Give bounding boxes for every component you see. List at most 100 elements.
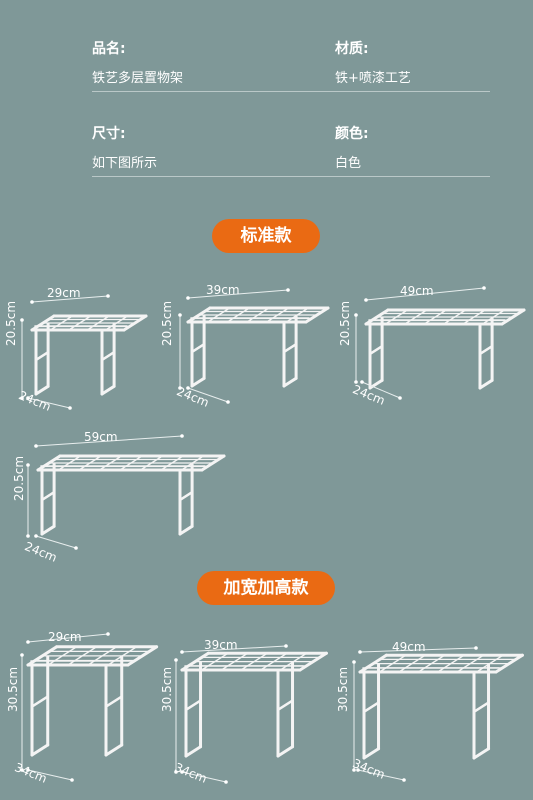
material-label: 材质: <box>335 41 369 57</box>
rack-rod <box>34 350 50 362</box>
rack-width-label: 29cm <box>48 630 82 644</box>
rack-width-label: 49cm <box>392 640 426 654</box>
size-label: 尺寸: <box>92 126 126 142</box>
rack-rod <box>34 384 50 396</box>
dimension-dot <box>34 444 38 448</box>
rack-rod <box>478 344 494 356</box>
dimension-dot <box>30 300 34 304</box>
dimension-dot <box>70 778 74 782</box>
spec-product-name: 品名: 铁艺多层置物架 <box>92 38 183 86</box>
dimension-dot <box>20 768 24 772</box>
dimension-dot <box>26 768 30 772</box>
divider <box>92 91 490 92</box>
rack-rod <box>30 743 50 757</box>
dimension-dot <box>20 653 24 657</box>
dimension-dot <box>174 658 178 662</box>
rack-rod <box>40 524 56 536</box>
dimension-dot <box>180 650 184 654</box>
rack-rod <box>282 342 298 354</box>
rack-rod <box>100 384 116 396</box>
dimension-dot <box>174 770 178 774</box>
dimension-dot <box>178 313 182 317</box>
rack-width-label: 39cm <box>204 638 238 652</box>
rack-rod <box>368 378 384 390</box>
dimension-dot <box>358 650 362 654</box>
rack-height-label: 20.5cm <box>4 300 18 346</box>
dimension-dot <box>286 288 290 292</box>
rack-width-label: 39cm <box>206 283 240 297</box>
dimension-line <box>27 633 109 643</box>
rack-height-label: 20.5cm <box>160 300 174 346</box>
dimension-line <box>181 771 227 783</box>
rack-rod <box>276 745 295 758</box>
dimension-dot <box>106 632 110 636</box>
rack-height-label: 30.5cm <box>336 666 350 712</box>
dimension-dot <box>402 778 406 782</box>
dimension-dot <box>284 644 288 648</box>
dimension-line <box>187 289 289 299</box>
dimension-dot <box>26 463 30 467</box>
dimension-dot <box>180 770 184 774</box>
rack-rod <box>190 376 206 388</box>
rack-rod <box>282 376 298 388</box>
dimension-dot <box>360 380 364 384</box>
dimension-dot <box>186 386 190 390</box>
dimension-line <box>35 435 183 447</box>
rack-rod <box>104 695 123 708</box>
dimension-dot <box>356 768 360 772</box>
rack-width-label: 49cm <box>400 284 434 298</box>
dimension-dot <box>20 396 24 400</box>
spec-size: 尺寸: 如下图所示 <box>92 123 157 171</box>
dimension-dot <box>68 406 72 410</box>
dimension-line <box>187 387 229 403</box>
rack-height-label: 20.5cm <box>12 455 26 501</box>
dimension-line <box>359 647 477 653</box>
dimension-dot <box>26 534 30 538</box>
dimension-dot <box>364 298 368 302</box>
product-name-value: 铁艺多层置物架 <box>92 71 184 86</box>
product-name-label: 品名: <box>92 41 126 57</box>
rack-rod <box>190 342 206 354</box>
dimension-dot <box>26 396 30 400</box>
rack-rod <box>104 743 124 757</box>
rack-height-label: 30.5cm <box>160 666 174 712</box>
dimension-line <box>27 769 73 781</box>
rack-rod <box>178 490 194 502</box>
spec-material: 材质: 铁+喷漆工艺 <box>335 38 411 86</box>
section-standard-title: 标准款 <box>212 219 320 253</box>
rack-rod <box>178 524 194 536</box>
rack-height-label: 30.5cm <box>6 666 20 712</box>
dimension-dot <box>186 296 190 300</box>
dimension-dot <box>398 396 402 400</box>
color-value: 白色 <box>335 156 362 171</box>
dimension-dot <box>106 294 110 298</box>
size-value: 如下图所示 <box>92 156 158 171</box>
dimension-dot <box>26 640 30 644</box>
material-value: 铁+喷漆工艺 <box>335 71 411 86</box>
dimension-dot <box>482 286 486 290</box>
rack-rod <box>478 378 494 390</box>
rack-rod <box>184 699 202 712</box>
dimension-dot <box>34 534 38 538</box>
rack-rod <box>362 701 380 714</box>
rack-rod <box>184 745 203 758</box>
dimension-dot <box>354 313 358 317</box>
dimension-dot <box>226 400 230 404</box>
rack-rod <box>100 350 116 362</box>
dimension-line <box>365 287 485 301</box>
rack-rod <box>472 701 490 714</box>
dimension-dot <box>354 380 358 384</box>
dimension-line <box>361 381 401 399</box>
rack-rod <box>276 699 294 712</box>
rack-height-label: 20.5cm <box>338 300 352 346</box>
spec-color: 颜色: 白色 <box>335 123 369 171</box>
dimension-line <box>357 769 405 781</box>
color-label: 颜色: <box>335 126 369 142</box>
dimension-dot <box>74 546 78 550</box>
dimension-dot <box>20 318 24 322</box>
dimension-dot <box>178 386 182 390</box>
dimension-dot <box>352 660 356 664</box>
rack-width-label: 59cm <box>84 430 118 444</box>
dimension-dot <box>352 768 356 772</box>
